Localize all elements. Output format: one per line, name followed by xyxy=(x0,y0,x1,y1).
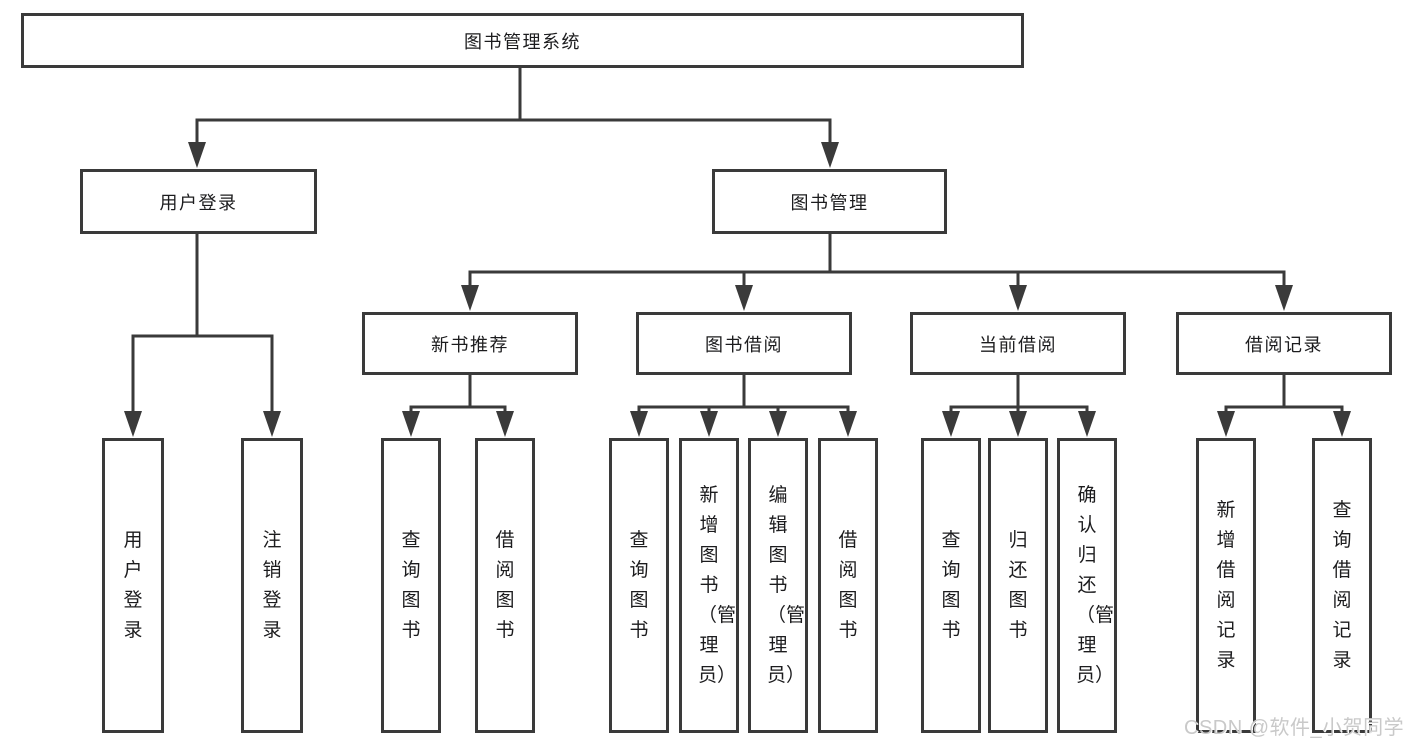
connector-current-borrow-branch xyxy=(942,375,1096,437)
node-library-system-label: 图书管理系统 xyxy=(464,31,581,52)
node-borrow-records-label: 借阅记录 xyxy=(1245,334,1323,355)
leaf-add-borrow-record-label: 新增借阅记录 xyxy=(1216,499,1236,671)
node-user-login: 用户登录 xyxy=(80,169,317,234)
leaf-query-books-2: 查询图书 xyxy=(609,438,669,733)
leaf-query-borrow-record-label: 查询借阅记录 xyxy=(1332,499,1352,671)
leaf-logout: 注销登录 xyxy=(241,438,303,733)
node-book-borrow-label: 图书借阅 xyxy=(705,334,783,355)
connector-user-login-branch xyxy=(124,234,281,437)
node-library-system: 图书管理系统 xyxy=(21,13,1024,68)
leaf-borrow-books-2: 借阅图书 xyxy=(818,438,878,733)
leaf-borrow-books-1: 借阅图书 xyxy=(475,438,535,733)
node-book-mgmt: 图书管理 xyxy=(712,169,947,234)
leaf-query-borrow-record: 查询借阅记录 xyxy=(1312,438,1372,733)
leaf-borrow-books-1-label: 借阅图书 xyxy=(495,529,515,641)
leaf-edit-books-admin: 编辑图书（管理员） xyxy=(748,438,808,733)
node-current-borrow-label: 当前借阅 xyxy=(979,334,1057,355)
leaf-query-books-2-label: 查询图书 xyxy=(629,529,649,641)
leaf-query-books-1: 查询图书 xyxy=(381,438,441,733)
leaf-add-books-admin-label: 新增图书（管理员） xyxy=(698,484,737,686)
leaf-user-login-label: 用户登录 xyxy=(123,529,143,641)
node-borrow-records: 借阅记录 xyxy=(1176,312,1392,375)
connector-book-borrow-branch xyxy=(630,375,857,437)
leaf-query-books-3-label: 查询图书 xyxy=(941,529,961,641)
connector-new-book-branch xyxy=(402,375,514,437)
leaf-query-books-3: 查询图书 xyxy=(921,438,981,733)
connector-book-mgmt-branch xyxy=(461,234,1293,311)
leaf-add-borrow-record: 新增借阅记录 xyxy=(1196,438,1256,733)
node-book-borrow: 图书借阅 xyxy=(636,312,852,375)
leaf-logout-label: 注销登录 xyxy=(262,529,282,641)
connector-root-to-branches xyxy=(188,68,839,168)
connector-borrow-records-branch xyxy=(1217,375,1351,437)
node-book-mgmt-label: 图书管理 xyxy=(790,192,869,213)
leaf-query-books-1-label: 查询图书 xyxy=(401,529,421,641)
leaf-edit-books-admin-label: 编辑图书（管理员） xyxy=(767,484,806,686)
node-new-book-recommend: 新书推荐 xyxy=(362,312,578,375)
leaf-user-login: 用户登录 xyxy=(102,438,164,733)
node-new-book-recommend-label: 新书推荐 xyxy=(431,334,509,355)
leaf-return-books: 归还图书 xyxy=(988,438,1048,733)
node-current-borrow: 当前借阅 xyxy=(910,312,1126,375)
leaf-confirm-return-admin-label: 确认归还（管理员） xyxy=(1076,484,1115,686)
leaf-borrow-books-2-label: 借阅图书 xyxy=(838,529,858,641)
leaf-add-books-admin: 新增图书（管理员） xyxy=(679,438,739,733)
leaf-return-books-label: 归还图书 xyxy=(1008,529,1028,641)
watermark-text: CSDN @软件_小贺同学 xyxy=(1184,717,1405,739)
node-user-login-label: 用户登录 xyxy=(159,192,238,213)
leaf-confirm-return-admin: 确认归还（管理员） xyxy=(1057,438,1117,733)
